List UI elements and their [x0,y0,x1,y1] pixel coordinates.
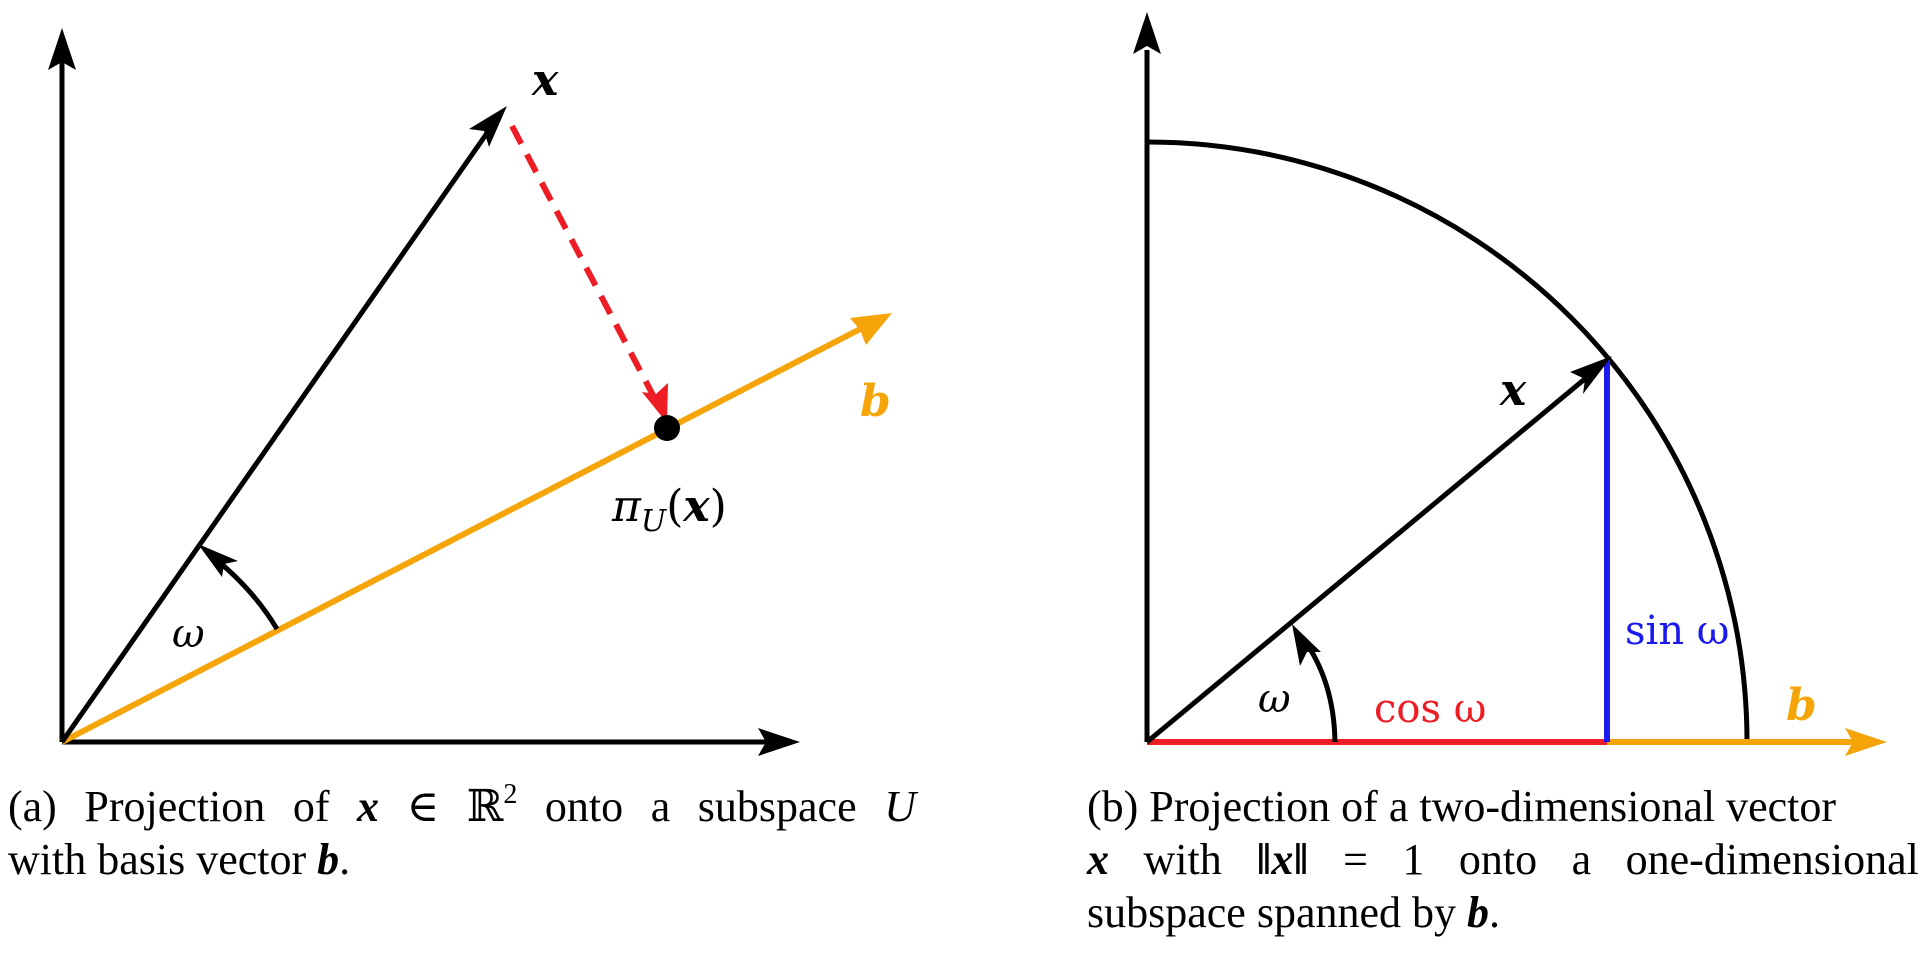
y-axis-arrowhead [1133,12,1161,54]
angle-arc [1299,635,1338,743]
projection-point [654,415,680,441]
caption-a-symbol-exp: 2 [503,779,518,811]
x-axis-arrowhead [758,728,800,756]
label-b: b [1786,680,1817,731]
caption-b-word: one-dimensional [1625,835,1919,884]
caption-a-word: onto [544,782,624,831]
projection-dashed-line [509,124,658,401]
label-x: x [531,55,559,106]
caption-b-symbol-x: x [1087,835,1109,884]
caption-a-word: of [292,782,330,831]
vector-x [59,124,495,744]
caption-a-text: with basis vector [8,835,307,884]
caption-a-word: a [650,782,671,831]
caption-b-word: onto [1458,835,1538,884]
caption-a-symbol-in: ∈ [406,782,440,831]
label-projection: πU(x) [611,481,727,539]
label-omega: ω [1258,676,1291,722]
angle-arc-arrowhead [198,544,238,577]
caption-b-word: a [1571,835,1592,884]
angle-arc-arrowhead [1292,624,1321,666]
caption-b-equals: = [1343,835,1368,884]
vector-x-arrowhead [1570,356,1612,394]
caption-a-symbol-b: b [317,835,340,884]
caption-a-word: Projection [84,782,266,831]
caption-a-symbol-u: U [884,782,916,831]
caption-a-period: . [339,835,351,884]
basis-vector-b [60,323,868,745]
panel-a: x b ω πU(x) [48,28,892,756]
label-projection-close: ) [710,481,727,532]
caption-b-line-2: x with ‖x‖ = 1 onto a one-dimensional [1087,833,1919,886]
label-projection-sub: U [641,504,668,539]
caption-a-symbol-r2: ℝ2 [467,780,518,833]
basis-vector-b-arrowhead [1845,728,1887,756]
unit-circle-arc [1146,139,1750,743]
label-projection-arg: x [682,481,710,532]
label-b: b [860,376,891,427]
caption-a-word: subspace [697,782,857,831]
caption-a-line-1: (a) Projection of x ∈ ℝ2 onto a subspace… [8,780,916,833]
label-x: x [1499,365,1527,416]
label-sin: sin ω [1625,608,1729,654]
caption-b-norm: ‖x‖ [1256,835,1309,884]
panel-b: x b ω cos ω sin ω [1133,12,1887,756]
caption-b-text: subspace spanned by [1087,888,1457,937]
caption-a: (a) Projection of x ∈ ℝ2 onto a subspace… [8,780,916,886]
caption-b-line-1: (b) Projection of a two-dimensional vect… [1087,782,1837,831]
label-projection-pi: π [611,481,642,532]
caption-b: (b) Projection of a two-dimensional vect… [1087,780,1919,939]
y-axis-arrowhead [48,28,76,70]
caption-a-symbol-x: x [357,782,380,831]
caption-b-word: with [1143,835,1222,884]
label-cos: cos ω [1374,686,1486,732]
projection-arrowhead [642,383,668,423]
caption-a-word: (a) [8,782,57,831]
caption-a-symbol-r: ℝ [466,782,504,831]
caption-b-symbol-b: b [1467,888,1490,937]
basis-vector-b-arrowhead [850,313,892,345]
vector-x-arrowhead [469,106,507,147]
label-projection-open: ( [666,481,683,532]
caption-b-line-3: subspace spanned by b. [1087,886,1919,939]
caption-a-line-2: with basis vector b. [8,833,916,886]
vector-x [1145,371,1594,744]
caption-b-period: . [1489,888,1501,937]
caption-b-one: 1 [1402,835,1425,884]
label-omega: ω [172,611,205,657]
